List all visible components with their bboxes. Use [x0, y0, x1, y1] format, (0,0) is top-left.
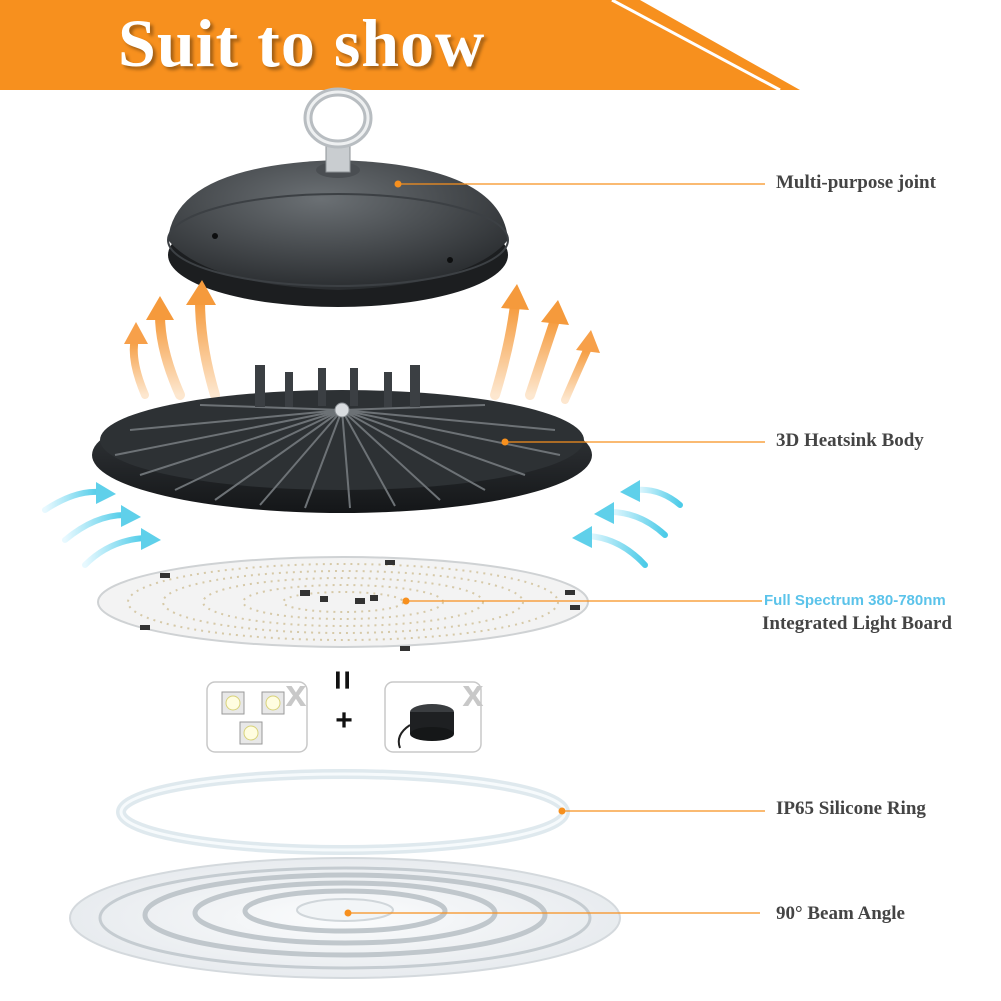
plus-sign: +: [335, 704, 353, 737]
light-board-part: [97, 556, 589, 651]
hanging-ring-icon: [303, 87, 373, 149]
banner-title: Suit to show: [118, 5, 486, 81]
not-included-mark-chips: x: [285, 673, 306, 715]
header-banner: Suit to show: [0, 0, 1001, 92]
top-cap-part: [167, 87, 509, 307]
led-driver-icon: [384, 681, 482, 753]
label-multi-purpose-joint: Multi-purpose joint: [776, 172, 936, 193]
cool-air-arrow-icon: [42, 480, 683, 568]
label-heatsink-body: 3D Heatsink Body: [776, 430, 924, 451]
leader-dots: [344, 180, 566, 917]
equals-sign: =: [323, 670, 361, 690]
cob-led-chip-icon: [206, 681, 308, 753]
silicone-ring-part: [116, 769, 570, 855]
not-included-mark-driver: x: [462, 673, 483, 715]
label-full-spectrum: Full Spectrum 380-780nm: [764, 592, 946, 609]
label-light-board: Integrated Light Board: [762, 613, 952, 634]
label-silicone-ring: IP65 Silicone Ring: [776, 798, 926, 819]
banner-background: [0, 0, 1001, 92]
label-beam-angle: 90° Beam Angle: [776, 903, 905, 924]
lens-part: [69, 857, 621, 979]
leader-lines: [348, 183, 765, 914]
hot-air-arrow-icon: [124, 280, 600, 404]
heatsink-part: [92, 365, 592, 513]
